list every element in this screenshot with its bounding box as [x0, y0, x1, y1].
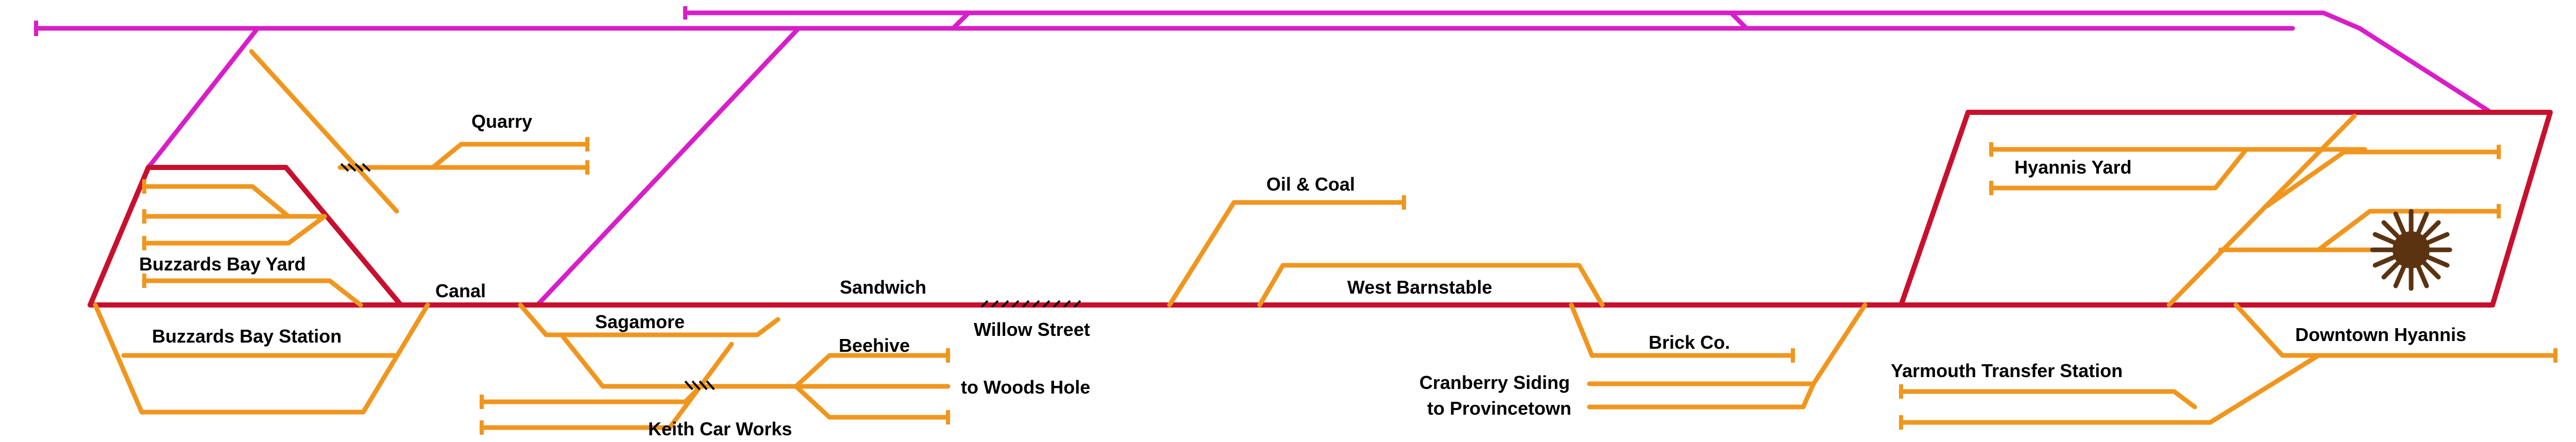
spur-tracks	[93, 49, 2558, 435]
label-yarmouth-transfer-station: Yarmouth Transfer Station	[1891, 360, 2123, 381]
label-keith-car-works: Keith Car Works	[648, 418, 792, 439]
turntable-icon	[2370, 209, 2452, 291]
beehive-lower-track	[793, 384, 951, 420]
turntable-pit	[2393, 231, 2430, 268]
connector-to-canal	[536, 26, 801, 307]
label-cranberry-siding: Cranberry Siding	[1419, 372, 1570, 393]
downtown-hyannis-track	[2233, 302, 2558, 358]
label-willow-street: Willow Street	[974, 319, 1090, 340]
connector-to-buzzards-bay-yard	[146, 26, 260, 170]
quarry-lead	[249, 49, 399, 214]
bb-yard-track-4	[142, 278, 363, 308]
oil-coal-track	[1167, 200, 1406, 308]
label-canal: Canal	[435, 280, 486, 301]
label-to-provincetown: to Provincetown	[1427, 398, 1571, 419]
west-barnstable-siding	[1257, 263, 1605, 308]
grade-crossing-icon	[340, 163, 371, 172]
label-brick-co: Brick Co.	[1649, 332, 1730, 353]
label-downtown-hyannis: Downtown Hyannis	[2295, 324, 2466, 345]
connector-crossover-2	[1728, 10, 1749, 31]
quarry-track-1	[337, 142, 590, 170]
bb-station-loop	[93, 302, 430, 415]
label-oil-coal: Oil & Coal	[1266, 174, 1355, 195]
grade-crossing-icon	[980, 300, 1081, 308]
top-connector-line	[683, 10, 2491, 113]
bb-yard-track-3	[142, 214, 327, 246]
label-sandwich: Sandwich	[840, 277, 926, 298]
mainline	[88, 110, 2553, 308]
connector-lines	[33, 6, 2491, 307]
sagamore-loop	[518, 302, 781, 337]
yarmouth-transfer-track-1	[1899, 389, 2197, 410]
hyannis-yard-track-4	[2316, 209, 2501, 252]
label-west-barnstable: West Barnstable	[1347, 277, 1492, 298]
yarmouth-transfer-track-2	[1899, 353, 2321, 425]
buzzards-bay-yard-loop	[88, 165, 403, 308]
label-buzzards-bay-station: Buzzards Bay Station	[152, 326, 342, 347]
label-hyannis-yard: Hyannis Yard	[2014, 157, 2131, 178]
brick-co-track	[1569, 302, 1795, 358]
hyannis-yard-lead	[2166, 113, 2357, 308]
provincetown-line	[1587, 302, 1868, 410]
hyannis-yard-loop	[1899, 110, 2553, 308]
grade-crossing-icon	[684, 380, 715, 390]
label-beehive: Beehive	[839, 335, 910, 356]
hyannis-yard-track-3	[2264, 149, 2501, 209]
label-quarry: Quarry	[471, 111, 532, 132]
label-buzzards-bay-yard: Buzzards Bay Yard	[139, 253, 306, 275]
keith-car-works-track-1	[479, 384, 703, 404]
connector-crossover-1	[951, 10, 971, 31]
label-sagamore: Sagamore	[595, 311, 685, 332]
bb-yard-track-1	[142, 184, 291, 219]
station-labels: Quarry Buzzards Bay Yard Buzzards Bay St…	[139, 111, 2466, 439]
label-to-woods-hole: to Woods Hole	[961, 377, 1090, 398]
hyannis-yard-track-2	[1989, 147, 2249, 191]
